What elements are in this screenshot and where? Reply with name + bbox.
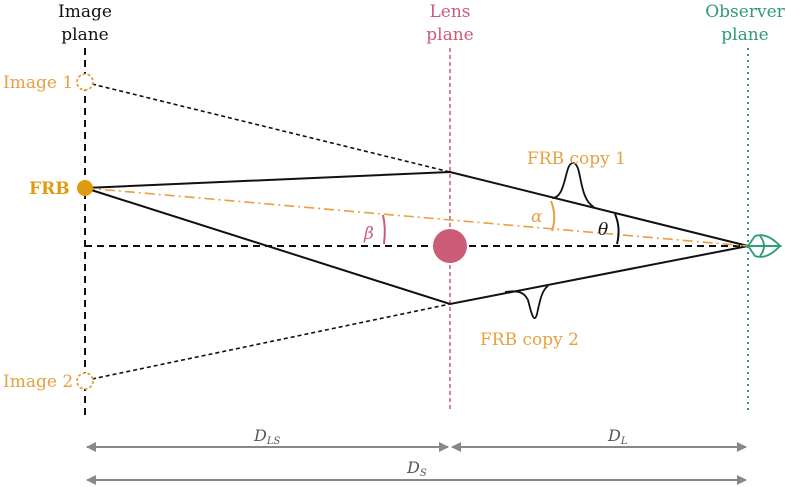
frb-source xyxy=(77,180,93,196)
alpha-arc xyxy=(550,200,556,232)
image1-ray xyxy=(91,83,451,173)
beta-arc xyxy=(382,214,386,245)
image1-marker xyxy=(76,73,94,91)
alpha-label: α xyxy=(531,207,543,227)
eye-icon xyxy=(746,234,783,258)
lens-plane-title-line1: Lens xyxy=(429,2,470,22)
frb-label: FRB xyxy=(29,179,70,199)
frb-copy1-label: FRB copy 1 xyxy=(527,149,626,169)
image-plane-title-line2: plane xyxy=(61,25,108,45)
theta-arc xyxy=(614,213,620,245)
image1-label: Image 1 xyxy=(3,73,73,93)
lens-plane-title-line2: plane xyxy=(426,25,473,45)
image-plane-title-line1: Image xyxy=(58,2,112,22)
frb-direct-line xyxy=(84,187,749,247)
ray-path-lower xyxy=(84,187,749,306)
frb-copy2-label: FRB copy 2 xyxy=(480,330,579,350)
ds-label: DS xyxy=(406,458,427,479)
frb-copy2-pulse xyxy=(504,285,549,320)
observer-plane-title-line2: plane xyxy=(721,25,768,45)
image2-ray xyxy=(91,303,451,380)
dls-label: DLS xyxy=(253,426,280,447)
beta-label: β xyxy=(363,224,374,244)
lens-mass xyxy=(433,229,467,263)
image2-marker xyxy=(76,372,94,390)
observer-plane-title-line1: Observer xyxy=(705,2,785,22)
dl-label: DL xyxy=(607,426,628,447)
theta-label: θ xyxy=(598,220,608,240)
ray-path-upper xyxy=(84,170,749,247)
image2-label: Image 2 xyxy=(3,372,73,392)
frb-copy1-pulse xyxy=(551,162,595,208)
